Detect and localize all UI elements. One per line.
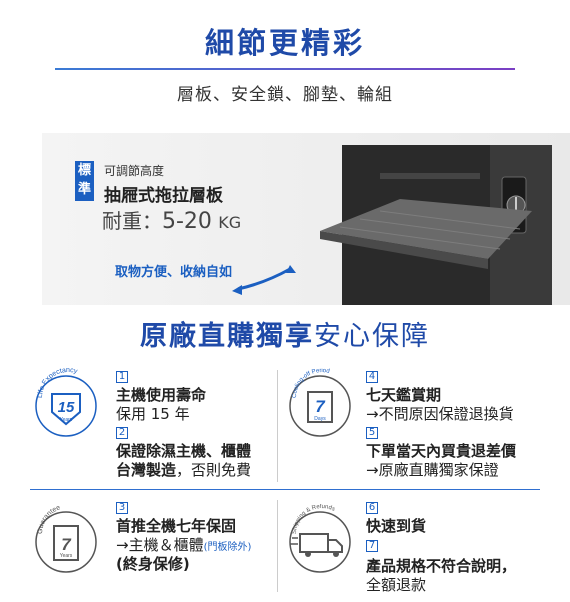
item-title: 主機使用壽命 (116, 386, 207, 404)
item-text-lifetime: (終身保修) (116, 555, 190, 573)
grid-divider-vertical (277, 370, 278, 482)
item-text-bold: 台灣製造 (116, 461, 177, 479)
item-number: 2 (116, 427, 128, 439)
shipping-truck-icon: Shipping & Refunds (289, 504, 351, 573)
item-title: 下單當天內買貴退差價 (366, 442, 517, 460)
item-text: 全額退款 (366, 576, 427, 594)
item-title: 產品規格不符合說明， (366, 557, 517, 575)
life-expectancy-icon: Life Expectancy 15 Years (35, 368, 97, 437)
item-text: →原廠直購獨家保證 (366, 461, 499, 479)
guarantee-heading: 原廠直購獨享安心保障 (0, 314, 570, 353)
cooling-arc-text: Cooling-off Period (292, 368, 330, 398)
load-capacity: 耐重：5-20 KG (102, 205, 241, 234)
item-number: 4 (366, 371, 378, 383)
item-text: 保用 15 年 (116, 405, 190, 423)
item-text-rest: ，否則免費 (176, 461, 252, 479)
item-number: 1 (116, 371, 128, 383)
shelf-label: 抽屜式拖拉層板 (104, 186, 223, 206)
guarantee-heading-bold: 原廠直購獨享 (140, 321, 314, 352)
page-subtitle: 層板、安全鎖、腳墊、輪組 (177, 85, 393, 105)
item-number: 6 (366, 502, 378, 514)
item-title: 七天鑑賞期 (366, 386, 442, 404)
standard-badge: 標準 (75, 161, 94, 201)
item-text-note: (門板除外) (203, 542, 252, 553)
cooling-number: 7 (315, 397, 326, 416)
guarantee-icon: Guarantee 7 Years (35, 504, 97, 573)
double-arrow-icon (232, 265, 296, 295)
item-number: 7 (366, 540, 378, 552)
adjustable-label: 可調節高度 (104, 164, 165, 178)
item-text-main: →主機＆櫃體 (116, 536, 204, 554)
item-number: 5 (366, 427, 378, 439)
guarantee-number: 7 (61, 535, 72, 554)
title-divider (55, 68, 515, 70)
item-number: 3 (116, 502, 128, 514)
cooling-unit: Days (314, 416, 326, 422)
shelf-banner: 標準 可調節高度 抽屜式拖拉層板 耐重：5-20 KG 取物方便、收納自如 (42, 133, 570, 305)
life-unit: Years (60, 417, 73, 423)
svg-text:Shipping & Refunds: Shipping & Refunds (292, 504, 336, 534)
item-text: →主機＆櫃體(門板除外) (116, 534, 251, 555)
guarantee-heading-normal: 安心保障 (314, 321, 430, 352)
grid-divider-horizontal (30, 489, 540, 490)
item-title: 快速到貨 (366, 517, 427, 535)
item-title: 首推全機七年保固 (116, 517, 237, 535)
svg-text:Guarantee: Guarantee (37, 504, 62, 534)
load-unit: KG (218, 213, 242, 232)
svg-text:Cooling-off Period: Cooling-off Period (292, 368, 330, 398)
cooling-off-icon: Cooling-off Period 7 Days (289, 368, 351, 437)
guarantee-unit: Years (60, 553, 73, 559)
grid-divider-vertical (277, 500, 278, 592)
page-title: 細節更精彩 (204, 26, 365, 60)
guarantee-arc-text: Guarantee (37, 504, 62, 534)
load-value: 5-20 (162, 209, 212, 234)
easy-access-label: 取物方便、收納自如 (115, 265, 233, 280)
shipping-arc-text: Shipping & Refunds (292, 504, 336, 534)
dry-cabinet-illustration (320, 145, 552, 305)
item-text: →不問原因保證退換貨 (366, 405, 514, 423)
life-number: 15 (58, 399, 75, 416)
item-title: 保證除濕主機、櫃體 (116, 442, 252, 460)
load-label: 耐重： (102, 209, 162, 233)
item-text: 台灣製造，否則免費 (116, 459, 251, 480)
